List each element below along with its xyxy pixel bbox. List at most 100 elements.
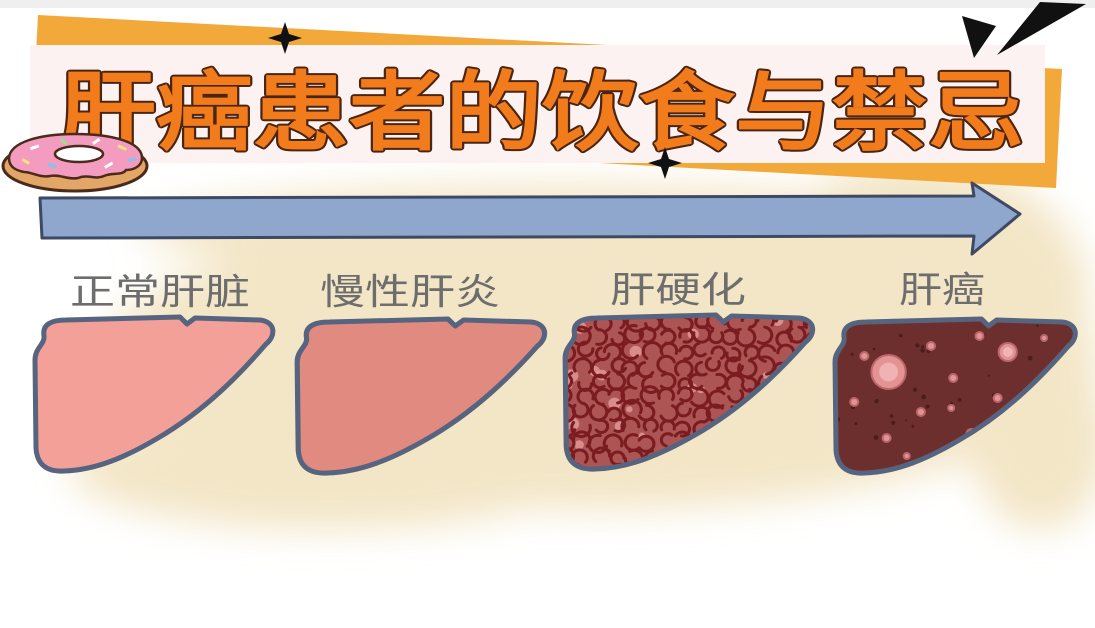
cirrhosis-fibrosis-line — [642, 417, 659, 433]
cirrhosis-fibrosis-line — [694, 360, 708, 377]
cirrhosis-fibrosis-line — [704, 356, 721, 372]
tumor-spot — [902, 452, 911, 460]
cirrhosis-fibrosis-line — [610, 331, 627, 347]
cirrhosis-fibrosis-line — [637, 403, 656, 422]
cirrhosis-fibrosis-line — [707, 329, 725, 345]
cirrhosis-nodule — [626, 406, 633, 413]
cirrhosis-fibrosis-line — [620, 341, 640, 361]
cirrhosis-fibrosis-line — [620, 416, 641, 432]
tissue-speck — [874, 399, 879, 404]
tumor-spot — [974, 331, 985, 341]
cirrhosis-fibrosis-line — [757, 343, 777, 363]
tumor-spot — [992, 393, 1003, 403]
tumor-spot — [1040, 334, 1049, 342]
cirrhosis-fibrosis-line — [606, 406, 623, 422]
cirrhosis-fibrosis-line — [587, 433, 609, 454]
cirrhosis-fibrosis-line — [743, 344, 760, 361]
donut-icon — [1, 132, 149, 193]
cirrhosis-fibrosis-line — [737, 359, 758, 379]
cirrhosis-fibrosis-line — [758, 355, 776, 376]
cirrhosis-fibrosis-line — [725, 373, 745, 391]
tissue-speck — [872, 347, 876, 351]
cirrhosis-fibrosis-line — [675, 420, 692, 438]
cirrhosis-fibrosis-line — [591, 373, 608, 390]
tissue-speck — [850, 352, 854, 356]
page-title: 肝癌患者的饮食与禁忌 — [60, 63, 1025, 163]
tissue-speck — [891, 420, 896, 425]
tissue-speck — [1027, 355, 1033, 361]
cirrhosis-fibrosis-line — [625, 315, 644, 333]
cirrhosis-fibrosis-line — [659, 419, 676, 432]
cirrhosis-fibrosis-line — [678, 328, 695, 344]
cirrhosis-fibrosis-line — [594, 346, 611, 362]
tissue-speck — [905, 419, 908, 422]
cirrhosis-fibrosis-line — [692, 341, 707, 358]
tissue-speck — [925, 404, 930, 409]
cirrhosis-fibrosis-line — [639, 385, 661, 406]
cirrhosis-nodule — [629, 345, 642, 358]
cirrhosis-fibrosis-line — [595, 328, 609, 346]
stage-label-liver-cancer: 肝癌 — [899, 270, 985, 311]
cirrhosis-fibrosis-line — [692, 325, 712, 344]
tissue-speck — [854, 422, 858, 425]
progression-arrow — [38, 181, 1022, 256]
cirrhosis-fibrosis-line — [576, 387, 595, 406]
cirrhosis-fibrosis-line — [565, 344, 577, 363]
cirrhosis-fibrosis-line — [740, 376, 758, 393]
cirrhosis-fibrosis-line — [591, 446, 612, 463]
cirrhosis-fibrosis-line — [620, 385, 640, 405]
tumor-spot — [948, 373, 959, 383]
cirrhosis-fibrosis-line — [692, 405, 712, 424]
cirrhosis-fibrosis-line — [705, 403, 724, 423]
cirrhosis-fibrosis-line — [576, 340, 595, 358]
tissue-speck — [912, 387, 918, 392]
wedge-icon — [997, 2, 1086, 55]
tissue-speck — [921, 394, 927, 400]
tissue-speck — [1036, 324, 1039, 327]
tumor-spot — [849, 397, 860, 407]
cirrhosis-fibrosis-line — [593, 387, 611, 406]
tissue-speck — [920, 348, 925, 353]
cirrhosis-fibrosis-line — [590, 358, 611, 379]
cirrhosis-fibrosis-line — [707, 389, 726, 409]
cirrhosis-fibrosis-line — [674, 359, 694, 378]
stage-label-cirrhosis: 肝硬化 — [610, 270, 746, 311]
cirrhosis-fibrosis-line — [637, 434, 656, 453]
cirrhosis-fibrosis-line — [659, 341, 679, 356]
cirrhosis-fibrosis-line — [565, 386, 573, 404]
top-strip — [0, 0, 1095, 8]
cirrhosis-fibrosis-line — [657, 387, 676, 401]
tumor-spot-core — [1002, 347, 1013, 357]
sparkle-icon — [648, 147, 682, 179]
tissue-speck — [915, 343, 920, 348]
cirrhosis-fibrosis-line — [659, 432, 674, 448]
cirrhosis-fibrosis-line — [675, 401, 692, 418]
cirrhosis-fibrosis-line — [570, 421, 592, 439]
cirrhosis-fibrosis-line — [565, 356, 574, 378]
cirrhosis-fibrosis-line — [787, 325, 807, 344]
tumor-spot-core — [879, 362, 899, 382]
tissue-speck — [911, 424, 915, 428]
cirrhosis-fibrosis-line — [571, 325, 592, 347]
cirrhosis-nodule — [608, 397, 621, 410]
title-banner — [30, 45, 1045, 163]
cirrhosis-fibrosis-line — [802, 315, 813, 329]
tissue-speck — [957, 397, 962, 402]
cirrhosis-fibrosis-line — [678, 344, 695, 361]
tumor-spot — [947, 404, 956, 412]
tissue-speck — [949, 401, 954, 405]
wedge-icon — [962, 16, 996, 58]
cirrhosis-fibrosis-line — [641, 375, 658, 394]
tumor-spot — [915, 407, 926, 417]
cirrhosis-fibrosis-line — [710, 345, 727, 360]
stage-label-chronic-hepatitis: 慢性肝炎 — [320, 272, 500, 313]
tumor-spot — [925, 341, 937, 351]
cirrhosis-nodule — [574, 440, 584, 450]
tissue-speck — [920, 345, 925, 349]
cirrhosis-fibrosis-line — [621, 398, 643, 419]
cirrhosis-fibrosis-line — [676, 386, 694, 403]
cirrhosis-fibrosis-line — [571, 402, 590, 419]
tumor-spot — [881, 433, 892, 443]
cirrhosis-fibrosis-line — [756, 325, 774, 345]
